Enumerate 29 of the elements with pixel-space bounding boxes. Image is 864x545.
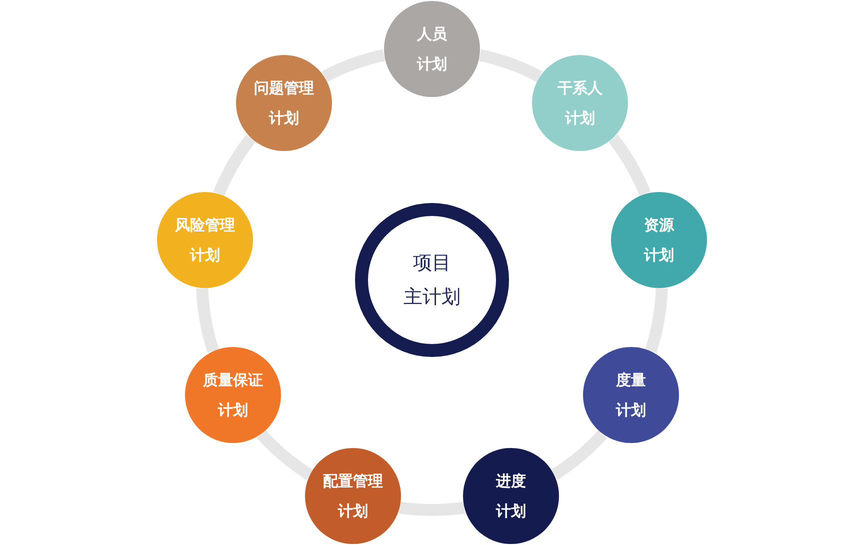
circle-label: 计划: [616, 401, 646, 419]
circle-label: 计划: [644, 246, 674, 264]
circle-label: 计划: [338, 502, 368, 520]
ring-connector: [399, 502, 465, 516]
circle-label: 计划: [269, 109, 299, 127]
ring-connector: [213, 134, 256, 196]
ring-connector: [608, 134, 651, 196]
circle-label: 度量: [616, 371, 646, 389]
ring-connector: [322, 49, 386, 82]
circle-label: 资源: [644, 216, 674, 234]
ring-connector: [550, 430, 608, 480]
ring-connector: [196, 288, 219, 353]
ring-connector: [478, 49, 542, 82]
circle-label: 进度: [496, 472, 526, 490]
circle-label: 干系人: [558, 79, 602, 97]
ring-connector: [645, 288, 668, 353]
circle-label: 配置管理: [323, 472, 383, 490]
circle-label: 质量保证: [203, 371, 263, 389]
circle-label: 风险管理: [175, 216, 235, 234]
circle-label: 计划: [565, 109, 595, 127]
ring-connector: [256, 430, 314, 480]
circle-label: 计划: [496, 502, 526, 520]
circle-label: 主计划: [404, 286, 460, 308]
circle-label: 项目: [413, 252, 451, 274]
circle-label: 问题管理: [254, 79, 314, 97]
circle-label: 计划: [190, 246, 220, 264]
circle-label: 人员: [417, 25, 447, 43]
circle-label: 计划: [417, 55, 447, 73]
circle-label: 计划: [218, 401, 248, 419]
